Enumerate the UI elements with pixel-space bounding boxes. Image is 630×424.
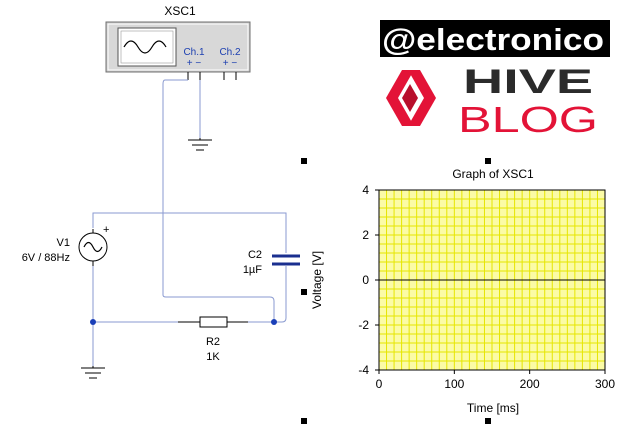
ch1-label: Ch.1 (183, 47, 205, 58)
logo-handle: @electronico (382, 22, 604, 57)
source-value: 6V / 88Hz (22, 252, 70, 264)
hive-logo-icon (380, 60, 440, 138)
capacitor-name: C2 (248, 249, 262, 261)
ac-source-v1[interactable]: + V1 6V / 88Hz (22, 224, 110, 266)
y-tick-label: -4 (358, 363, 369, 377)
source-polarity: + (103, 224, 109, 236)
x-axis-label: Time [ms] (467, 401, 519, 415)
source-name: V1 (57, 237, 70, 249)
logo-line-blog: BLOG (458, 99, 598, 138)
logo: @electronico HIVE BLOG (380, 20, 610, 140)
y-tick-label: 4 (362, 183, 369, 197)
y-tick-label: 2 (362, 228, 369, 242)
x-axis-ticks: 0 100 200 300 (376, 370, 615, 391)
ch1-pins: + − (187, 58, 202, 69)
capacitor-c2[interactable]: C2 1µF (243, 249, 300, 276)
y-axis-ticks: 4 2 0 -2 -4 (358, 183, 379, 377)
ground-bottom-icon (81, 366, 105, 379)
ch2-label: Ch.2 (219, 47, 241, 58)
selection-handle (485, 418, 491, 424)
oscilloscope-xsc1[interactable]: XSC1 Ch.1 Ch.2 + − + − (105, 4, 251, 80)
resistor-value: 1K (206, 351, 220, 363)
selection-handle (301, 289, 307, 295)
x-tick-label: 0 (376, 377, 383, 391)
selection-handle (301, 418, 307, 424)
selection-handle (301, 158, 307, 164)
sine-wave-icon (83, 241, 103, 253)
oscilloscope-pins (187, 72, 237, 80)
logo-line-hive: HIVE (463, 63, 593, 101)
x-tick-label: 300 (595, 377, 615, 391)
ch2-pins: + − (223, 58, 238, 69)
logo-graphic: @electronico HIVE BLOG (380, 20, 610, 140)
wire-top-rail (92, 212, 287, 253)
junction-right (271, 319, 277, 325)
selection-handle (485, 158, 491, 164)
junction-left (90, 319, 96, 325)
selection-handles[interactable] (301, 158, 491, 424)
y-axis-label: Voltage [V] (310, 251, 324, 309)
wires (92, 79, 287, 366)
y-tick-label: -2 (358, 318, 369, 332)
wire-cap-bottom (274, 266, 287, 323)
resistor-name: R2 (206, 336, 220, 348)
capacitor-value: 1µF (243, 264, 262, 276)
logo-handle-bg (380, 20, 610, 57)
y-tick-label: 0 (362, 273, 369, 287)
wire-ch1-probe (162, 79, 275, 322)
graph-xsc1[interactable]: Graph of XSC1 4 2 0 -2 -4 0 100 200 300 Time [m… (310, 167, 615, 415)
resistor-r2[interactable]: R2 1K (178, 316, 248, 363)
resistor-body (199, 316, 228, 328)
oscilloscope-screen (117, 27, 177, 67)
oscilloscope-screen-inner (120, 30, 174, 64)
x-tick-label: 200 (520, 377, 540, 391)
sine-wave-icon (123, 40, 167, 54)
chart-title: Graph of XSC1 (452, 167, 534, 181)
x-tick-label: 100 (444, 377, 464, 391)
oscilloscope-name: XSC1 (164, 4, 196, 18)
ground-top-icon (188, 138, 212, 151)
